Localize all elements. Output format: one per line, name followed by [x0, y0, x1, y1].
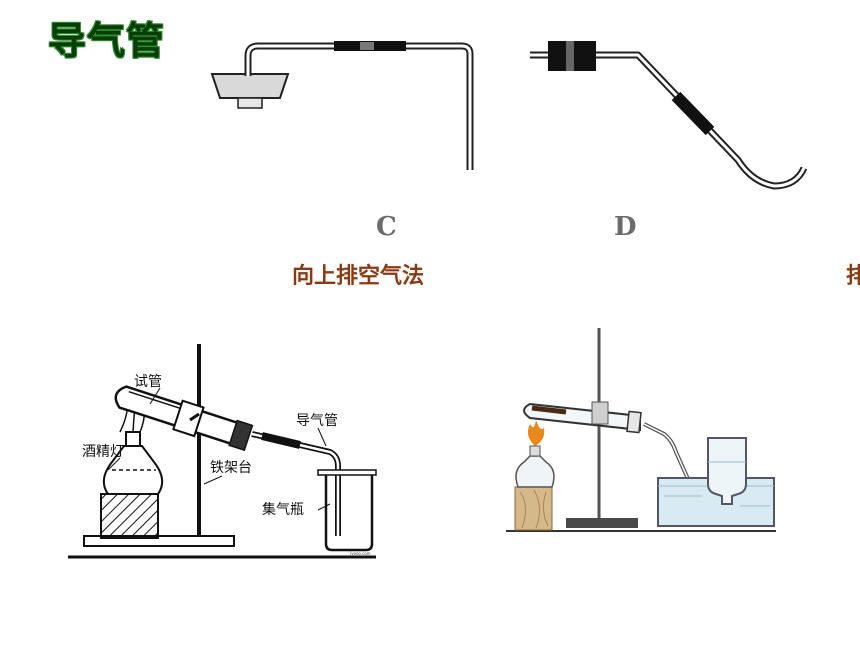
gas-jar	[320, 472, 374, 552]
label-test-tube: 试管	[134, 374, 162, 390]
label-c: C	[376, 212, 397, 242]
right-setup	[506, 328, 776, 532]
apparatus-d	[530, 41, 808, 190]
apparatus-c-stopper	[210, 73, 290, 99]
apparatus-d-tube	[530, 51, 808, 190]
apparatus-d-rubber-joint	[671, 91, 715, 136]
apparatus-c-stopper-base	[237, 97, 263, 109]
right-alcohol-lamp	[515, 455, 555, 488]
apparatus-c-tube	[244, 42, 474, 170]
method-upward-air: 向上排空气法	[292, 264, 425, 289]
left-setup: 试管 导气管 酒精灯 铁架台 集气瓶 jyeoo.com	[68, 344, 377, 559]
watermark: jyeoo.com	[349, 551, 371, 556]
label-d: D	[614, 212, 637, 242]
collection-bottle	[707, 437, 747, 505]
label-iron-stand: 铁架台	[210, 460, 252, 476]
label-gas-jar: 集气瓶	[262, 501, 304, 518]
label-delivery-tube: 导气管	[296, 413, 338, 429]
method-partial: 排	[846, 264, 860, 289]
page-title: 导气管	[48, 19, 166, 63]
label-alcohol-lamp: 酒精灯	[82, 444, 124, 460]
flame	[527, 420, 545, 446]
apparatus-c	[210, 41, 474, 170]
wooden-block	[100, 493, 159, 539]
